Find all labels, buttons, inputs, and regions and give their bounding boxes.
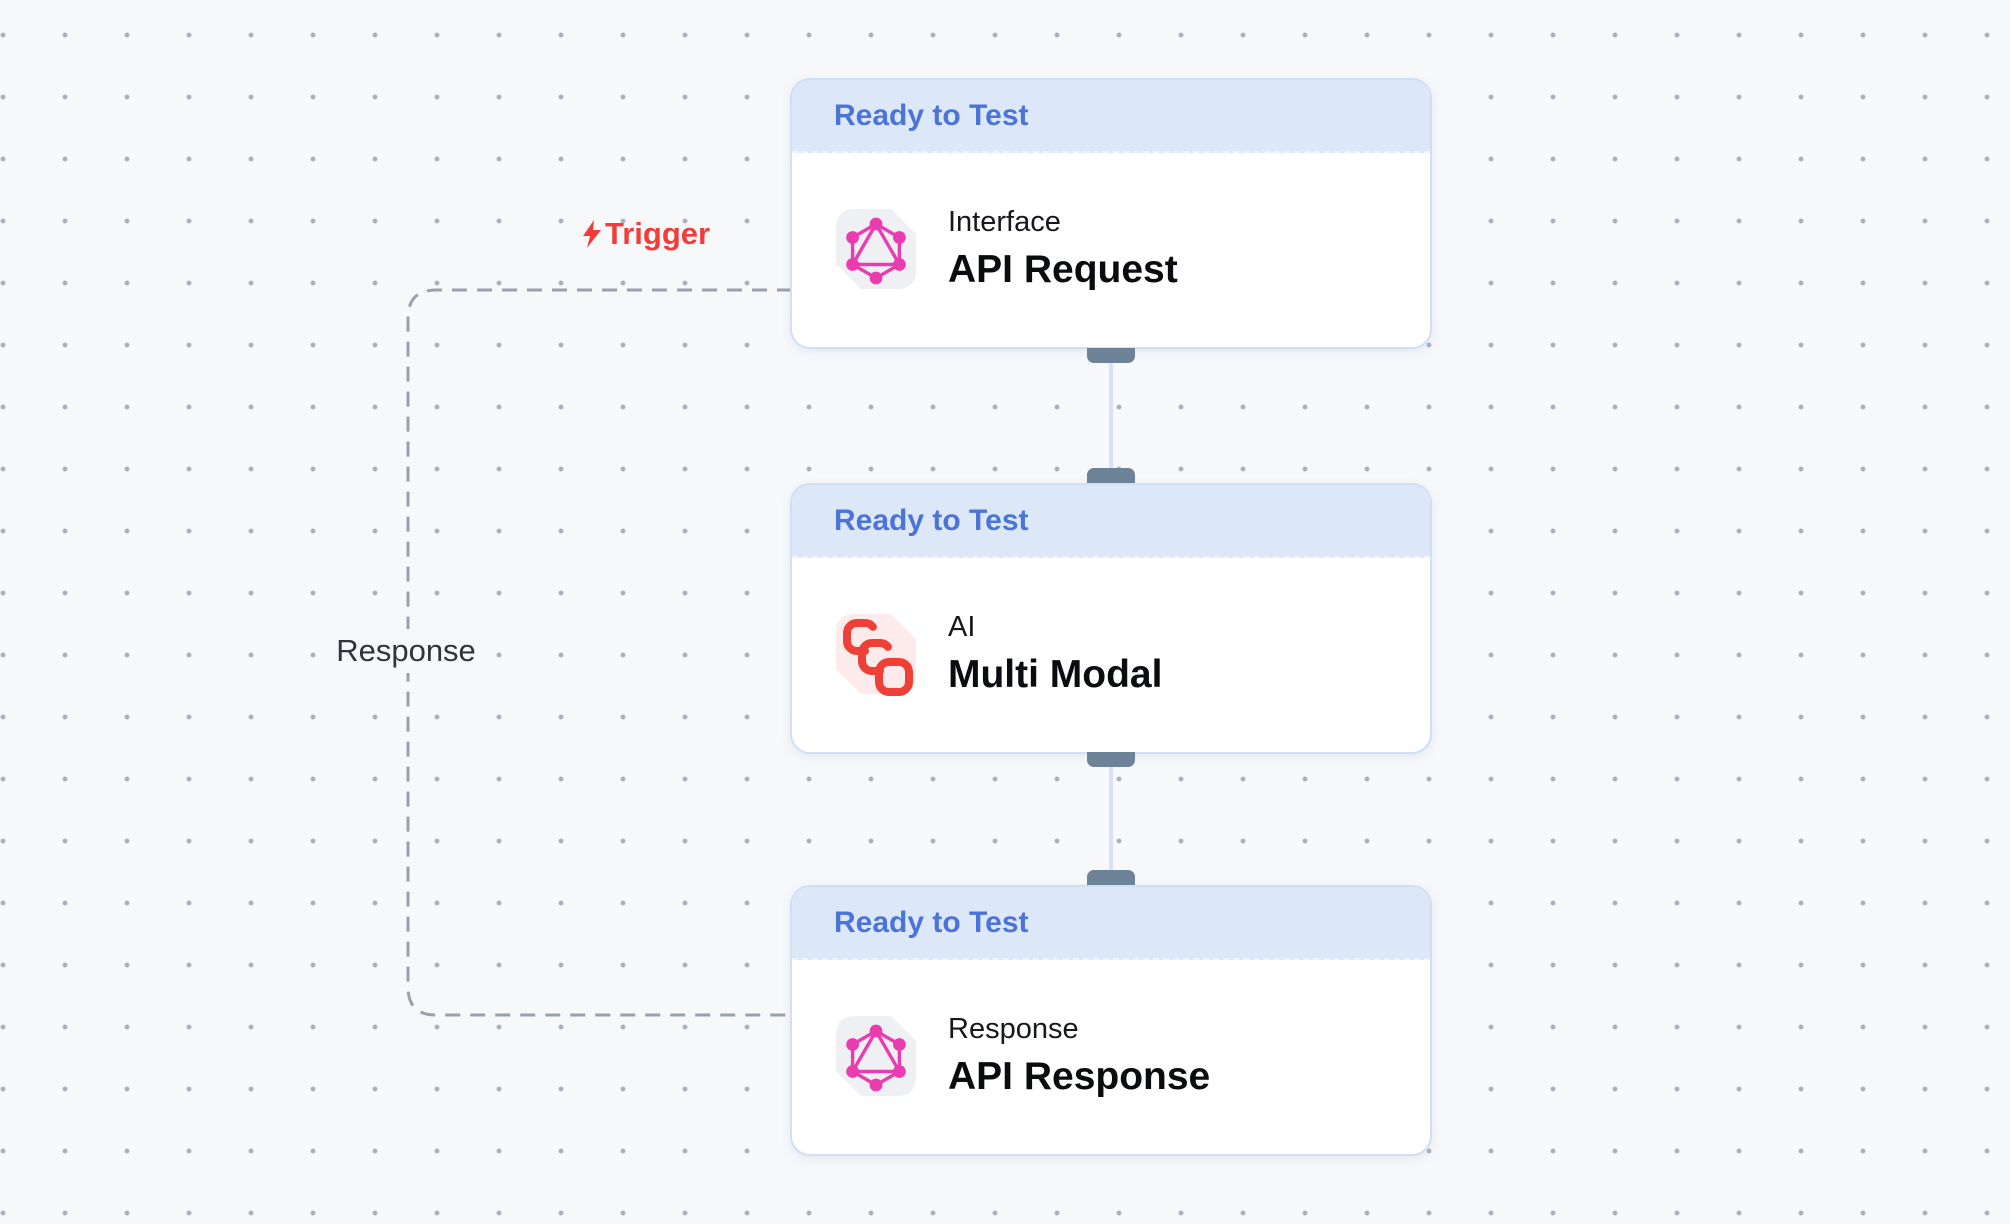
- connector-line-2: [1109, 762, 1113, 876]
- node-body: Response API Response: [792, 960, 1430, 1152]
- trigger-label-text: Trigger: [605, 216, 711, 251]
- graphql-icon: [834, 207, 918, 291]
- node-category: Response: [948, 1012, 1079, 1045]
- response-edge-label: Response: [320, 629, 492, 673]
- lightning-bolt-icon: [581, 219, 603, 249]
- node-body: Interface API Request: [792, 153, 1430, 345]
- node-api-response[interactable]: Ready to Test Response: [790, 885, 1432, 1156]
- status-label: Ready to Test: [834, 503, 1029, 537]
- graphql-icon: [834, 1014, 918, 1098]
- node-api-request[interactable]: Ready to Test Interface: [790, 78, 1432, 349]
- node-title: API Request: [948, 248, 1178, 292]
- node-title: Multi Modal: [948, 653, 1163, 697]
- node-status-bar: Ready to Test: [792, 80, 1430, 153]
- handle-node3-target[interactable]: [1087, 870, 1135, 885]
- node-title: API Response: [948, 1055, 1211, 1099]
- handle-node2-source[interactable]: [1087, 752, 1135, 767]
- status-label: Ready to Test: [834, 98, 1029, 132]
- handle-node2-target[interactable]: [1087, 468, 1135, 483]
- node-status-bar: Ready to Test: [792, 485, 1430, 558]
- node-multi-modal[interactable]: Ready to Test AI Multi Modal: [790, 483, 1432, 754]
- handle-node1-source[interactable]: [1087, 348, 1135, 363]
- node-category: Interface: [948, 205, 1061, 238]
- node-status-bar: Ready to Test: [792, 887, 1430, 960]
- node-category: AI: [948, 610, 976, 643]
- status-label: Ready to Test: [834, 905, 1029, 939]
- node-body: AI Multi Modal: [792, 558, 1430, 750]
- connector-line-1: [1109, 358, 1113, 474]
- trigger-label: Trigger: [581, 216, 710, 252]
- multimodal-chain-icon: [834, 612, 918, 696]
